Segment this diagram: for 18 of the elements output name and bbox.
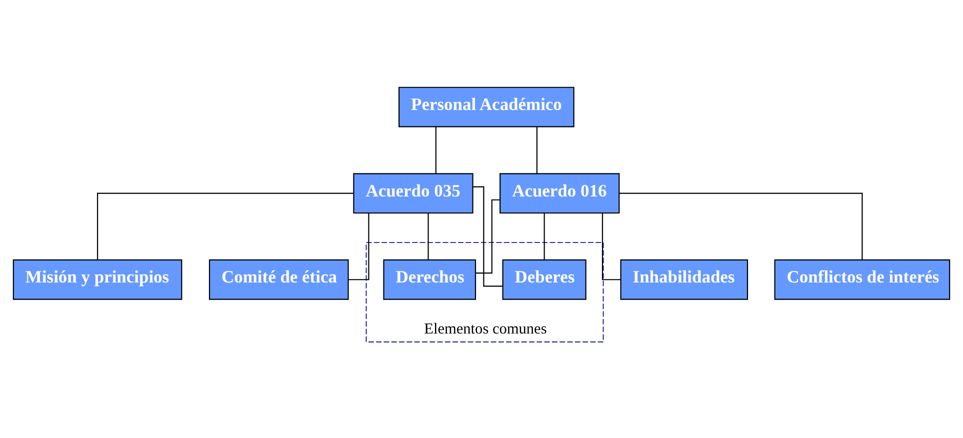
connector xyxy=(476,199,500,274)
node-box: Derechos xyxy=(383,259,476,300)
node-box: Acuerdo 016 xyxy=(500,173,620,214)
connector xyxy=(96,192,354,260)
connector xyxy=(619,192,863,260)
connector xyxy=(602,213,621,280)
node-box: Personal Académico xyxy=(398,86,574,128)
node-box: Misión y principios xyxy=(12,259,182,300)
connector xyxy=(348,213,370,280)
node-box: Comité de ética xyxy=(208,259,349,300)
node-box: Acuerdo 035 xyxy=(353,173,474,214)
connector xyxy=(544,213,545,260)
connector xyxy=(428,213,429,260)
node-box: Conflictos de interés xyxy=(774,259,950,300)
node-box: Deberes xyxy=(502,259,586,300)
node-box: Inhabilidades xyxy=(620,259,748,300)
connector xyxy=(435,127,436,174)
connector xyxy=(536,127,538,174)
